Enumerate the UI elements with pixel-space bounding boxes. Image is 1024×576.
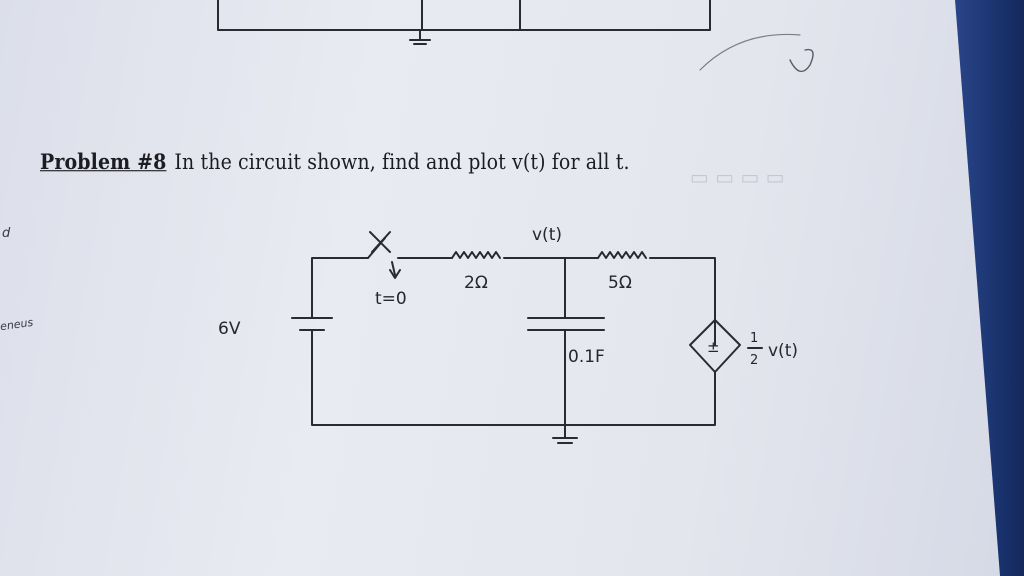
switch-arrow [391,261,396,276]
gain-denominator: 2 [750,353,758,368]
dependent-source-diamond [689,319,741,373]
wire-right-top [649,257,716,346]
resistor-5-ohm [597,251,647,259]
resistor-2-label: 2Ω [464,273,488,293]
pencil-scribble [789,48,814,73]
switch-x-mark [369,231,391,253]
wire-top-left [311,257,369,301]
margin-note-top: d [2,226,11,241]
resistor-2-ohm [451,251,501,259]
problem-number: Problem #8 [40,150,167,175]
paper-sheet [0,0,1000,576]
switch-time-label: t=0 [375,289,407,309]
gain-numerator: 1 [750,331,758,346]
capacitor-label: 0.1F [568,347,605,367]
node-voltage-label: v(t) [532,225,562,245]
wire-bottom [311,329,716,426]
resistor-5-label: 5Ω [608,273,632,293]
ground-symbol [552,424,578,444]
switch-arrow-head [389,269,401,279]
problem-statement: Problem #8 In the circuit shown, find and… [40,150,630,175]
previous-circuit-wire [217,0,711,31]
problem-text: In the circuit shown, find and plot v(t)… [174,150,630,175]
pencil-arc [699,33,801,71]
dependent-source-sign: ± [707,338,720,356]
previous-ground-symbol [409,29,431,45]
source-voltage-label: 6V [218,319,241,339]
dependent-source-variable: v(t) [768,341,798,361]
